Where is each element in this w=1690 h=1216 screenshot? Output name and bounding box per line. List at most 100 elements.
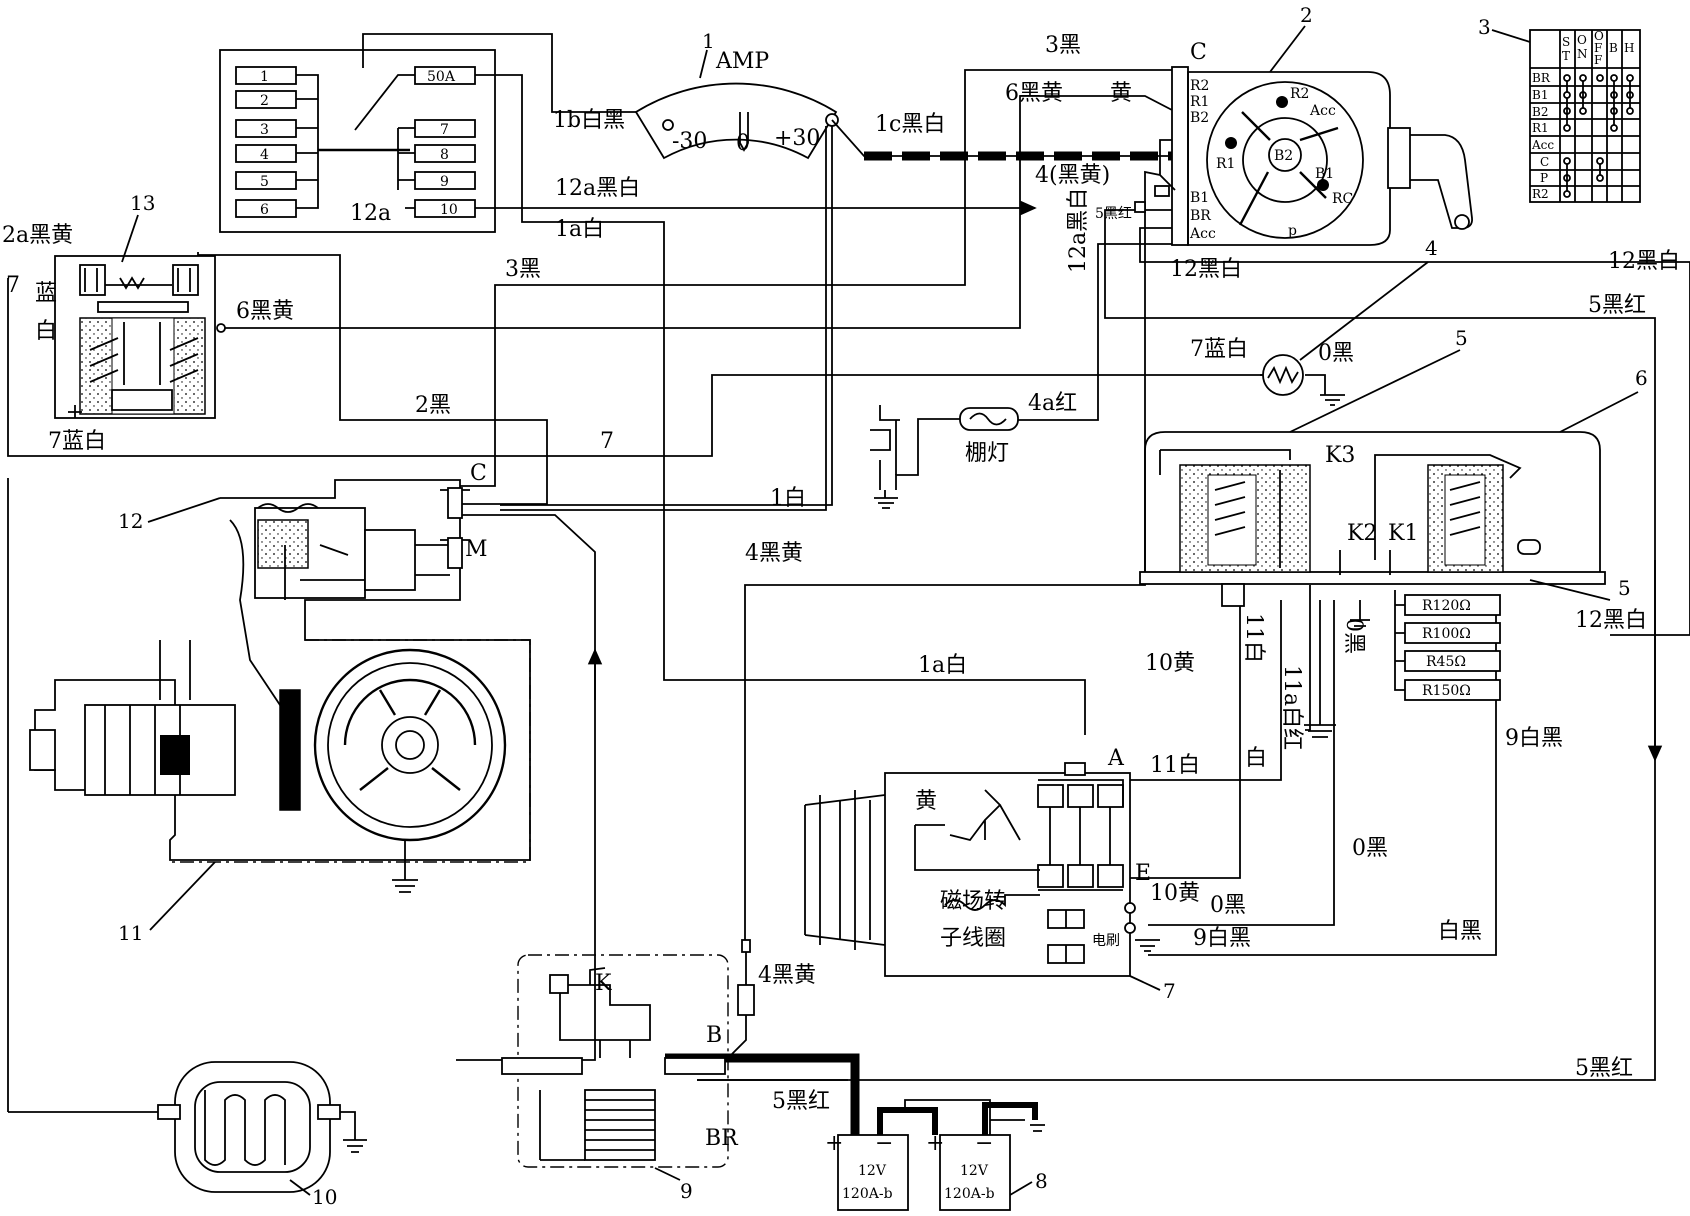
wl-12a-top: 12a黑白: [555, 176, 640, 201]
table-row-acc: Acc: [1531, 138, 1554, 152]
wl-1c: 1c黑白: [875, 112, 945, 137]
callout-10: 10: [312, 1185, 337, 1209]
wl-7-left: 7: [6, 273, 20, 298]
callout-5b: 5: [1618, 576, 1631, 600]
table-row-c: C: [1540, 155, 1549, 169]
wl-4-black-yellow-bottom: 4黑黄: [758, 963, 816, 988]
reg-r100: R100Ω: [1422, 626, 1471, 642]
wl-yellow-alt: 黄: [915, 789, 937, 814]
callout-4: 4: [1425, 236, 1438, 260]
temperature-sensor-4: 4: [1262, 236, 1438, 406]
ign-b1: B1: [1190, 190, 1209, 206]
wl-5-black-red-far: 5黑红: [1575, 1056, 1633, 1081]
ign-dial-acc: Acc: [1309, 103, 1336, 119]
battery-2-minus: −: [975, 1131, 993, 1156]
wl-12-black-white-reg: 12黑白: [1575, 608, 1647, 633]
wl-1-white: 1白: [770, 486, 806, 511]
switch-position-table: ST ON OFF B H BR B1 B2 R1 Acc C P R2 3: [1478, 15, 1641, 203]
svg-text:N: N: [1577, 47, 1588, 61]
wl-blue-white-2: 白: [35, 319, 57, 344]
battery-1-voltage: 12V: [858, 1163, 887, 1179]
wl-5-black-red-sw: 5黑红: [1095, 206, 1132, 222]
reg-r120: R120Ω: [1422, 598, 1471, 614]
wl-9-white-black-right: 9白黑: [1505, 726, 1563, 751]
reg-k2: K2: [1347, 521, 1377, 546]
wl-1a-bottom: 1a白: [918, 653, 967, 678]
relay-b: B: [706, 1023, 722, 1048]
wl-7-blue-white-bottom: 7蓝白: [48, 429, 106, 454]
callout-5: 5: [1455, 326, 1468, 350]
ign-dial-r2: R2: [1290, 86, 1309, 102]
reg-r150: R150Ω: [1422, 683, 1471, 699]
table-head-b: B: [1609, 41, 1618, 55]
wl-yellow: 黄: [1110, 81, 1132, 106]
magnetic-switch-13: 13: [54, 191, 216, 419]
battery-2-voltage: 12V: [960, 1163, 989, 1179]
ign-dial-b1: B1: [1315, 166, 1334, 182]
wl-3-black-mid: 3黑: [505, 257, 541, 282]
ign-acc: Acc: [1189, 226, 1216, 242]
ign-dial-b2: B2: [1274, 148, 1293, 164]
battery-2-plus: +: [926, 1131, 944, 1156]
ign-dial-r1: R1: [1216, 156, 1235, 172]
wl-12-black-white-right: 12黑白: [1608, 249, 1680, 274]
fuse-label: 8: [440, 147, 449, 163]
alternator-7: A E 磁场转 子线圈 电刷 7: [805, 746, 1176, 1003]
wl-7-blue-white-sensor: 7蓝白: [1190, 337, 1248, 362]
battery-relay-9: K B BR 9: [501, 954, 739, 1203]
battery-1-minus: −: [875, 1131, 893, 1156]
callout-2: 2: [1300, 3, 1313, 27]
battery-1-capacity: 120A-b: [842, 1186, 893, 1202]
reg-r45: R45Ω: [1426, 654, 1466, 670]
wl-shed-lamp: 棚灯: [965, 441, 1009, 466]
fuse-box-right-column: 50A 7 8 9 10 12a: [350, 66, 476, 226]
svg-text:F: F: [1594, 41, 1602, 55]
table-row-b2: B2: [1532, 105, 1548, 119]
wl-6-black-yellow-mid: 6黑黄: [236, 299, 294, 324]
starter-motor-12: C M 12 11: [29, 461, 531, 945]
wl-white-black: 白黑: [1438, 919, 1482, 944]
alt-a: A: [1107, 746, 1125, 771]
callout-3: 3: [1478, 15, 1491, 39]
ign-dial-rc: RC: [1332, 191, 1353, 207]
fuse-label: 1: [260, 69, 269, 85]
table-row-p: P: [1540, 171, 1548, 185]
wl-white: 白: [1245, 746, 1267, 771]
table-row-b1: B1: [1532, 88, 1548, 102]
starter-c: C: [470, 461, 487, 486]
alt-rotor-coil-2: 子线圈: [940, 926, 1006, 951]
table-row-r2: R2: [1532, 187, 1549, 201]
ign-dial-p: p: [1288, 223, 1297, 239]
table-head-st: S: [1562, 35, 1570, 49]
wl-4-black-yellow-mid: 4黑黄: [745, 541, 803, 566]
wl-12-black-white-sw: 12黑白: [1170, 257, 1242, 282]
batteries-8: + − 12V 120A-b + − 12V 120A-b 8: [825, 1099, 1048, 1211]
wl-4a-red: 4a红: [1028, 391, 1077, 416]
wl-6-black-yellow-top: 6黑黄: [1005, 81, 1063, 106]
wl-9-white-black-alt: 9白黑: [1193, 926, 1251, 951]
wl-12a-vertical: 12a黑白: [1066, 188, 1091, 273]
wl-10-yellow-alt: 10黄: [1150, 881, 1200, 906]
wl-5-black-red-bottom: 5黑红: [772, 1089, 830, 1114]
wl-11-white: 11白: [1150, 753, 1200, 778]
fuse-label: 4: [260, 147, 269, 163]
callout-9: 9: [680, 1179, 693, 1203]
wl-10-yellow: 10黄: [1145, 651, 1195, 676]
heater-10: 10: [157, 1061, 367, 1209]
relay-br: BR: [705, 1126, 739, 1151]
table-row-r1: R1: [1532, 121, 1549, 135]
fuse-label: 3: [260, 122, 269, 138]
alt-rotor-coil-1: 磁场转: [940, 889, 1006, 914]
ammeter-zero: 0: [736, 131, 750, 156]
wl-0-black-vert: 0黑: [1341, 618, 1366, 654]
wire-labels: 3黑 6黑黄 黄 1b白黑 1c黑白 12a黑白 4(黑黄) 5黑红 12a黑白…: [2, 33, 1680, 1114]
ammeter-plus: +30: [774, 126, 820, 151]
fuse-label: 10: [440, 202, 458, 218]
alt-e: E: [1135, 861, 1151, 886]
wl-0-black-sensor: 0黑: [1318, 341, 1354, 366]
shed-lamp-switch: [870, 405, 900, 509]
callout-1: 1: [702, 29, 715, 53]
table-head-h: H: [1624, 41, 1634, 55]
